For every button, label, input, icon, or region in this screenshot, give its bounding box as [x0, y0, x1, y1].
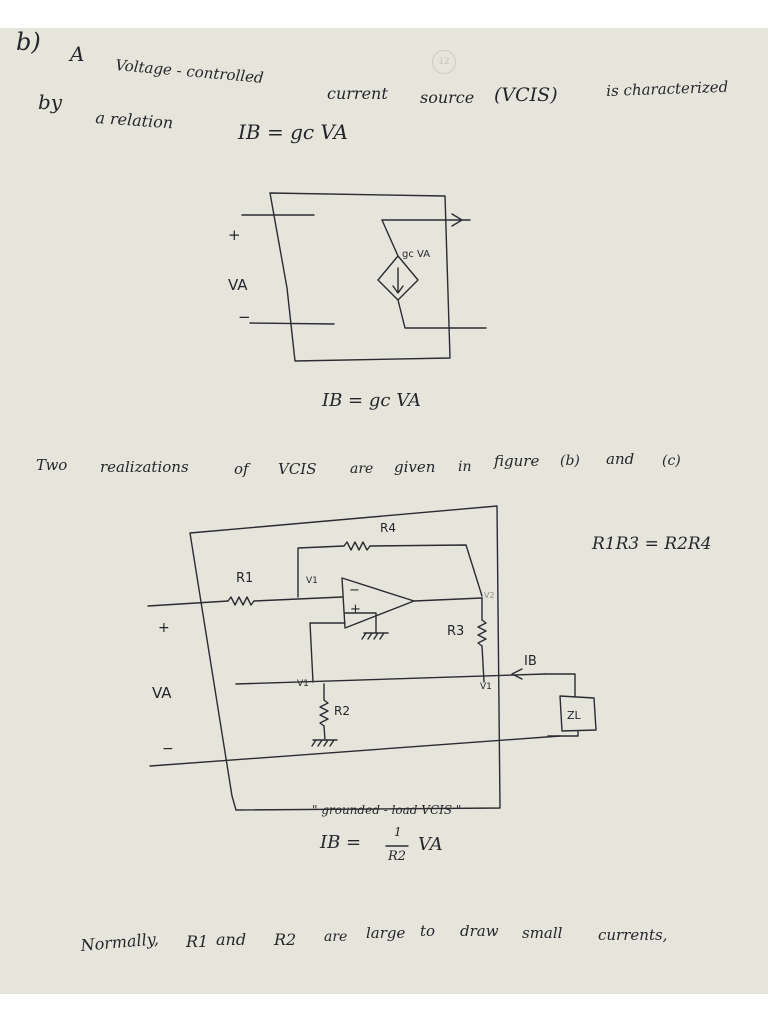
intro-word: Two: [36, 456, 68, 474]
figure-a-vcis-diagram: [241, 192, 487, 362]
fig-b-equation-rhs: VA: [418, 834, 443, 855]
fig-b-va-label: VA: [152, 684, 172, 702]
fig-a-minus-terminal: −: [238, 308, 251, 326]
fig-b-input-wire: [147, 600, 229, 607]
fig-b-r3-label: R3: [447, 624, 465, 639]
fig-b-caption: " grounded - load VCIS ": [312, 803, 462, 817]
intro-word: are: [350, 461, 374, 477]
footer-word: and: [216, 930, 247, 949]
fig-b-ground-return-wire: [149, 735, 561, 767]
heading-word: (VCIS): [494, 84, 558, 106]
fig-a-source-label: gc VA: [402, 249, 431, 260]
fig-a-caption: IB = gc VA: [322, 390, 421, 411]
resistor-r4: [343, 541, 371, 551]
resistor-r2: [319, 699, 329, 727]
fig-b-equation-lhs: IB =: [320, 832, 362, 853]
figure-b-grounded-load-circuit: [147, 505, 597, 811]
fig-b-load-top-wire: [544, 673, 576, 697]
resistor-condition: R1R3 = R2R4: [592, 534, 712, 554]
fig-a-branch-wire-bottom: [397, 299, 487, 329]
fig-b-v1-top-label: V1: [306, 576, 318, 586]
intro-word: VCIS: [278, 460, 317, 478]
footer-word: large: [366, 924, 406, 942]
relation-equation: IB = gc VA: [238, 120, 348, 144]
footer-word: to: [420, 922, 436, 940]
fig-a-output-arrow: [451, 213, 463, 227]
fig-a-input-bottom-lead: [249, 322, 335, 325]
fig-b-r1-to-opamp: [253, 596, 343, 602]
fig-b-v1-node-wire: [235, 673, 546, 685]
opamp-plus-sign: +: [350, 602, 361, 617]
intro-word: given: [394, 458, 436, 476]
fig-b-load-bottom-wire: [547, 730, 579, 737]
load-impedance-box: [559, 695, 597, 732]
heading-word: current: [327, 84, 388, 103]
heading-word: A: [70, 42, 85, 66]
load-impedance-label: ZL: [567, 709, 581, 722]
fig-b-plus-terminal: +: [158, 620, 170, 636]
fig-b-ib-label: IB: [524, 654, 537, 669]
fig-b-equation-denominator: R2: [388, 849, 407, 864]
fig-b-ib-arrow: [511, 668, 523, 680]
footer-word: currents,: [598, 926, 668, 944]
intro-word: figure: [494, 452, 540, 470]
opamp-triangle: [341, 577, 415, 629]
fig-b-posfeedback-wire: [309, 622, 346, 683]
footer-word: R1: [186, 932, 209, 951]
fig-a-box: [269, 192, 451, 362]
fig-b-outer-box: [189, 505, 501, 811]
opamp-minus-sign: −: [349, 583, 360, 598]
fig-b-v1-right-label: V1: [480, 682, 492, 692]
fig-a-plus-terminal: +: [228, 226, 241, 244]
fig-b-r1-label: R1: [236, 571, 254, 586]
page-number-stamp: 12: [432, 50, 456, 74]
resistor-r1: [227, 596, 255, 606]
heading-word: by: [38, 90, 63, 114]
notebook-page: 12 b) A Voltage - controlled current sou…: [0, 28, 768, 994]
fig-a-va-label: VA: [228, 276, 248, 294]
footer-word: R2: [274, 930, 297, 949]
intro-word: and: [606, 450, 635, 468]
intro-word: (c): [662, 453, 681, 469]
fig-b-noninv-lead: [344, 612, 377, 634]
footer-word: are: [324, 929, 348, 945]
intro-word: realizations: [100, 458, 189, 476]
fig-b-feedback-left: [297, 545, 345, 598]
fig-b-r4-label: R4: [380, 521, 396, 535]
part-label: b): [16, 28, 41, 56]
r2-ground-symbol: [311, 739, 338, 747]
footer-word: draw: [460, 922, 499, 940]
opamp-ground-symbol: [361, 632, 389, 640]
intro-word: (b): [560, 453, 580, 469]
footer-word: small: [522, 924, 563, 942]
fig-b-feedback-right: [369, 544, 483, 597]
fig-b-opamp-output: [413, 597, 483, 602]
circuit-drawings: [147, 192, 597, 847]
fig-a-branch-wire-top: [381, 219, 399, 257]
heading-word: source: [420, 88, 475, 107]
fig-b-v1-mid-label: V1: [297, 679, 309, 689]
intro-word: of: [234, 460, 249, 478]
fig-a-source-arrow: [392, 267, 404, 294]
intro-word: in: [458, 459, 472, 475]
fig-b-vout-label: V2: [484, 591, 495, 600]
fig-b-equation-numerator: 1: [394, 825, 402, 839]
fig-b-r2-bottom-wire: [323, 725, 326, 741]
resistor-r3: [477, 619, 487, 647]
fig-b-r2-label: R2: [334, 704, 350, 718]
fig-b-minus-terminal: −: [162, 741, 174, 757]
